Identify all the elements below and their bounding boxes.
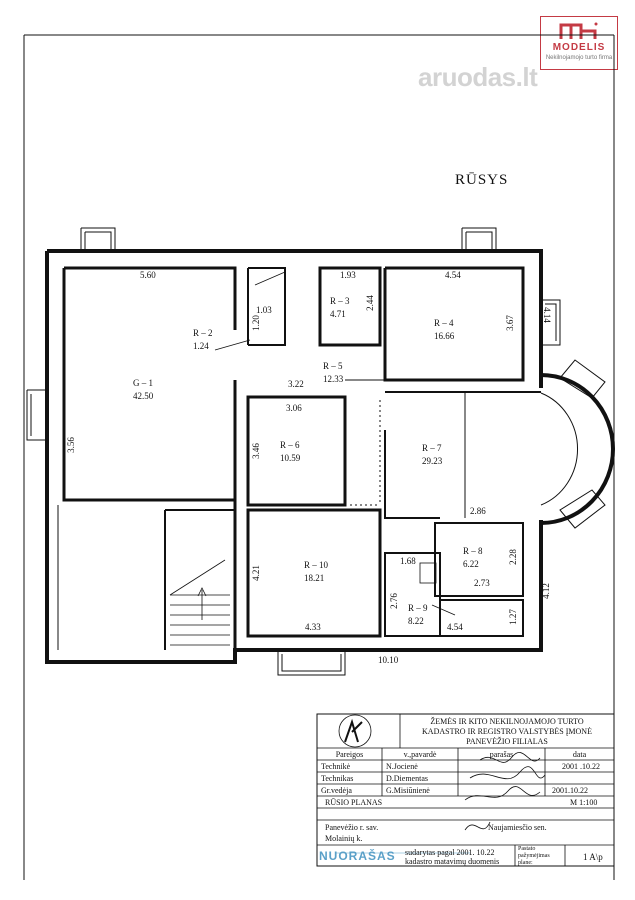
room-code: R – 5 [323,361,343,371]
dimension: 4.14 [541,307,552,323]
building-label-2: pažymėjimas [518,853,550,859]
dimension: 4.33 [305,622,321,632]
dimension: 3.67 [504,315,515,331]
room-code: G – 1 [133,378,153,388]
header-signature: parašas [489,750,514,759]
room-code: R – 9 [408,603,428,613]
room-code: R – 7 [422,443,442,453]
dimension: 4.54 [447,622,463,632]
dimension: 2.44 [364,295,375,311]
room-code: R – 8 [463,546,483,556]
room-code: R – 4 [434,318,454,328]
dimension: 1.68 [400,556,416,566]
logo-mark-icon [559,22,598,39]
row-name: G.Misiūnienė [386,786,430,795]
plan-name: RŪSIO PLANAS [325,798,383,807]
building-code: 1 A\p [583,852,603,862]
nuorasas-stamp: NUORAŠAS [319,849,396,863]
room-area: 12.33 [323,374,344,384]
header-date: data [572,750,587,759]
dimension: 4.21 [250,565,261,581]
dimension: 2.76 [388,593,399,609]
room-code: R – 3 [330,296,350,306]
building-label-3: plane: [518,860,533,866]
room-area: 16.66 [434,331,455,341]
room-code: R – 6 [280,440,300,450]
row-role: Gr.vedėja [321,786,352,795]
row-role: Technikė [321,762,351,771]
room-area: 1.24 [193,341,209,351]
building-label-1: Pastato [518,846,536,852]
room-area: 8.22 [408,616,424,626]
room-area: 18.21 [304,573,325,583]
dimension: 3.56 [65,437,76,453]
dimension: 3.06 [286,403,302,413]
dimension: 2.73 [474,578,490,588]
room-code: R – 2 [193,328,213,338]
logo-name: MODELIS [552,42,606,53]
modelis-logo: MODELIS Nekilnojamojo turto firma [540,16,618,70]
dimension: 2.86 [470,506,486,516]
watermark: aruodas.lt [418,62,538,92]
dimension: 5.60 [140,270,156,280]
row-name: D.Diementas [386,774,428,783]
dimension: 4.12 [540,583,551,599]
org-line-2: KADASTRO IR REGISTRO VALSTYBĖS ĮMONĖ [422,727,592,736]
room-code: R – 10 [304,560,329,570]
row-date: 2001.10.22 [552,786,588,795]
room-area: 4.71 [330,309,346,319]
street: Naujamiesčio sen. [488,823,547,832]
dimension: 4.54 [445,270,461,280]
header-role: Pareigos [335,750,364,759]
row-date: 2001 .10.22 [562,762,600,771]
compiled-line-2: kadastro matavimų duomenis [405,857,500,866]
room-area: 42.50 [133,391,154,401]
dimension: 1.03 [256,305,272,315]
scale: M 1:100 [570,798,598,807]
room-area: 29.23 [422,456,443,466]
row-role: Technikas [321,774,354,783]
dimension: 3.46 [250,443,261,459]
dimension: 1.93 [340,270,356,280]
header-name: v.,pavardė [403,750,437,759]
org-line-1: ŽEMĖS IR KITO NEKILNOJAMOJO TURTO [430,717,584,726]
org-line-3: PANEVĖŽIO FILIALAS [466,737,548,746]
address-line-2: Molainių k. [325,834,363,843]
compiled-line-1: sudarytas pagal 2001. 10.22 [405,848,495,857]
logo-tagline: Nekilnojamojo turto firma [545,55,613,61]
room-area: 6.22 [463,559,479,569]
dimension: 2.28 [507,549,518,565]
address-line-1: Panevėžio r. sav. [325,823,379,832]
dimension: 3.22 [288,379,304,389]
dimension: 10.10 [378,655,399,665]
dimension: 1.27 [507,609,518,625]
dimension: 1.20 [250,315,261,331]
room-area: 10.59 [280,453,301,463]
row-name: N.Jocienė [386,762,418,771]
plan-title: RŪSYS [455,172,509,188]
